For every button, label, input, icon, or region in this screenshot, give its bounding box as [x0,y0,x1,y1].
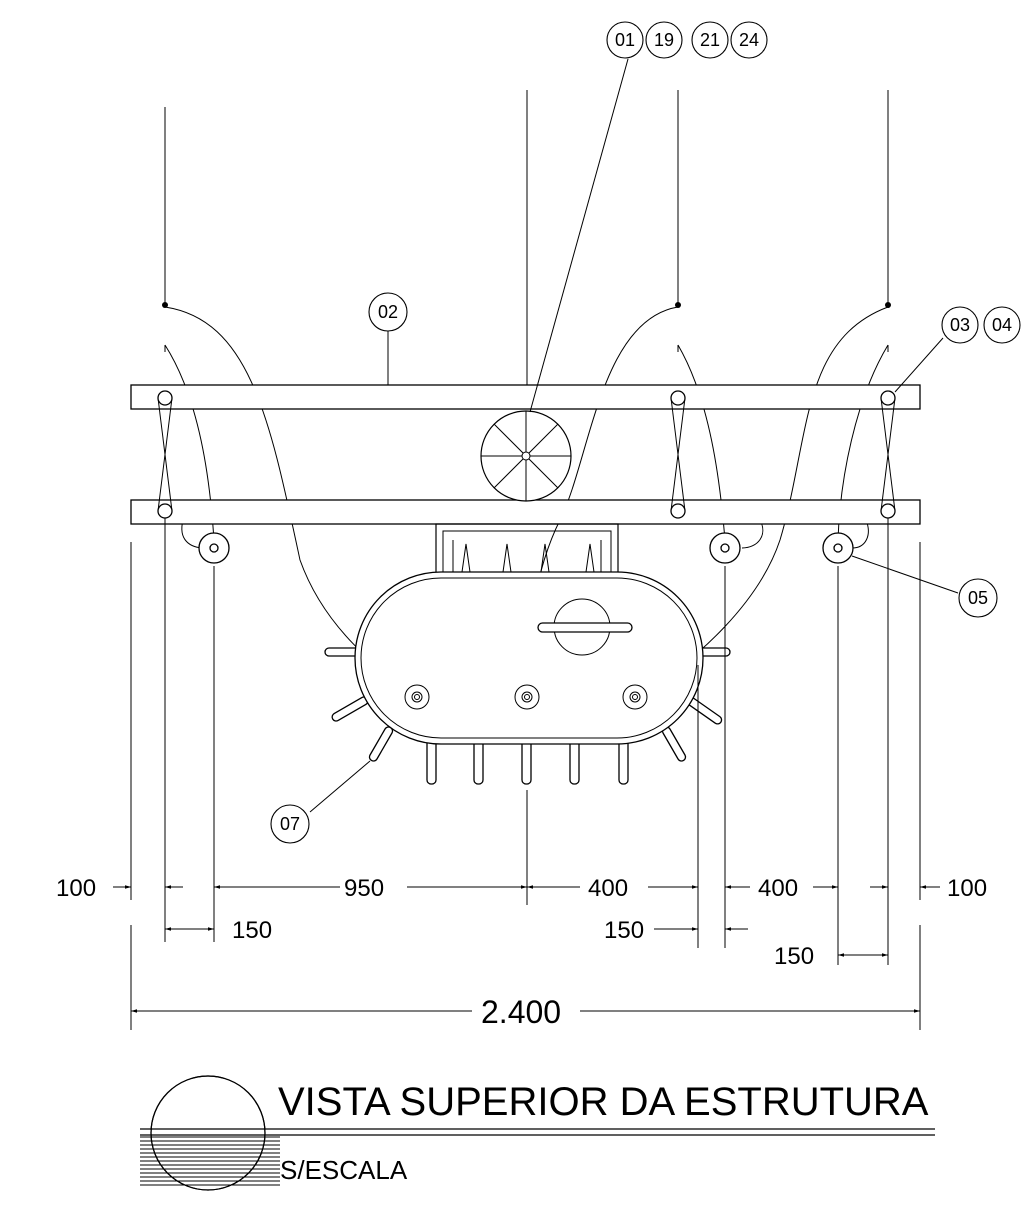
cross-bracing [157,390,896,519]
dimension-lines [113,885,940,1013]
tag-02: 02 [368,292,408,332]
hub-wheel [480,410,572,502]
dim-950: 950 [344,875,384,902]
tag-19: 19 [645,21,683,59]
dim-100-right: 100 [947,875,987,902]
tag-04: 04 [983,306,1021,344]
dim-100-left: 100 [56,875,96,902]
title-block: VISTA SUPERIOR DA ESTRUTURA S/ESCALA [140,1075,935,1191]
lower-pulleys [198,532,854,564]
tag-24: 24 [730,21,768,59]
suspension-cables [162,90,891,385]
tag-05: 05 [958,578,998,618]
drawing-title: VISTA SUPERIOR DA ESTRUTURA [278,1080,929,1124]
dim-total: 2.400 [481,994,561,1030]
svg-text:19: 19 [654,30,674,50]
tag-07: 07 [270,804,310,844]
extension-lines [130,518,921,1030]
leader-lines [309,58,959,813]
tag-01: 01 [606,21,644,59]
tag-03: 03 [941,306,979,344]
svg-text:24: 24 [739,30,759,50]
title-symbol-hatch [140,1136,280,1186]
reference-tags: 01 19 21 24 02 03 04 05 [270,21,1021,844]
svg-text:04: 04 [992,315,1012,335]
dim-150-mid: 150 [604,917,644,944]
tag-21: 21 [691,21,729,59]
capsule-body [324,571,731,785]
dim-150-left: 150 [232,917,272,944]
svg-text:02: 02 [378,302,398,322]
svg-text:05: 05 [968,588,988,608]
svg-text:07: 07 [280,814,300,834]
dim-150-right: 150 [774,943,814,970]
svg-text:03: 03 [950,315,970,335]
svg-text:21: 21 [700,30,720,50]
svg-text:01: 01 [615,30,635,50]
main-beams [130,384,921,525]
dim-400-b: 400 [758,875,798,902]
dim-400-a: 400 [588,875,628,902]
drawing-scale: S/ESCALA [280,1155,408,1185]
